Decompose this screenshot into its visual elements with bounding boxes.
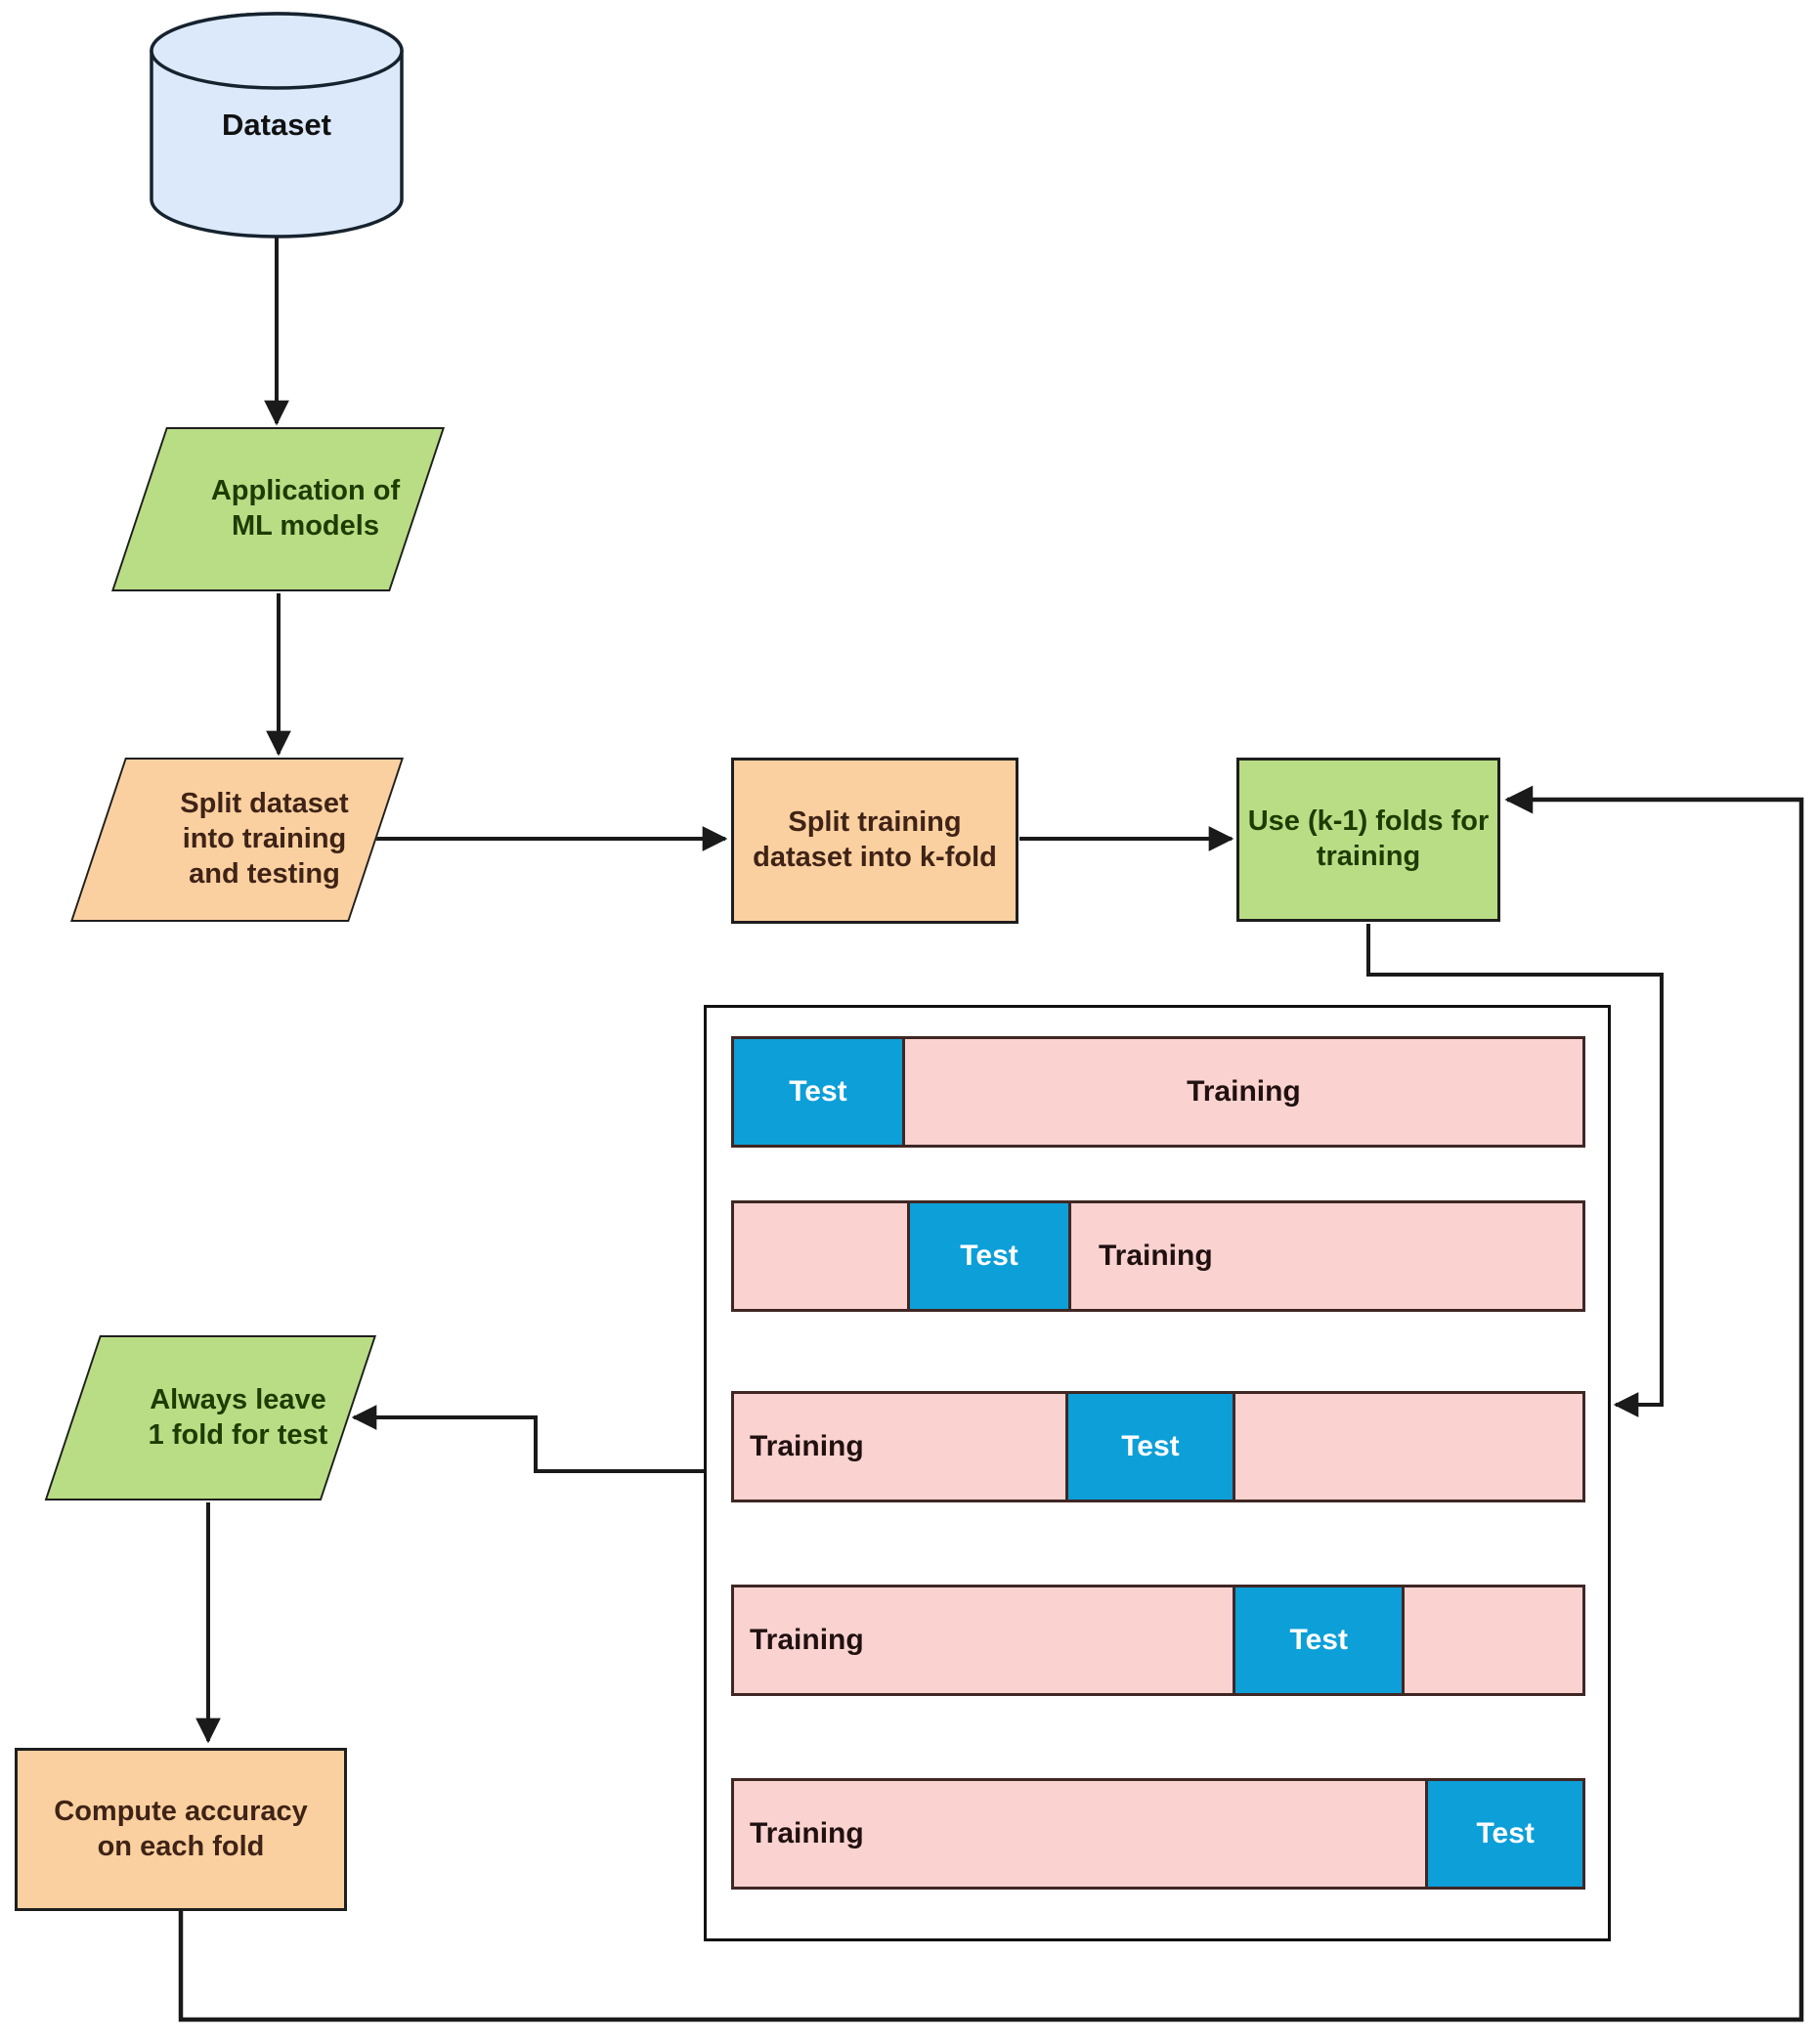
node-application: Application of ML models [111, 427, 446, 591]
fold-test-label: Test [1121, 1430, 1180, 1462]
fold-row: Training Test [731, 1391, 1585, 1502]
fold-training-label: Training [750, 1624, 864, 1656]
fold-training-segment: Training [734, 1781, 1426, 1887]
fold-test-label: Test [1476, 1817, 1535, 1849]
fold-training-segment: Training [734, 1587, 1234, 1693]
node-split-dataset: Split dataset into training and testing [70, 758, 405, 922]
fold-test-segment: Test [907, 1203, 1068, 1309]
node-always-leave: Always leave 1 fold for test [44, 1335, 376, 1500]
fold-training-segment: Training [734, 1394, 1065, 1500]
fold-row: Test Training [731, 1036, 1585, 1148]
fold-test-label: Test [789, 1075, 847, 1108]
fold-row: Test Training [731, 1200, 1585, 1312]
fold-row: Training Test [731, 1585, 1585, 1696]
arrow-folds-box-to-always-leave [351, 1405, 704, 1473]
node-compute-accuracy: Compute accuracy on each fold [15, 1748, 347, 1911]
node-split-training-label: Split training dataset into k-fold [753, 806, 997, 873]
node-compute-accuracy-label: Compute accuracy on each fold [54, 1795, 308, 1862]
fold-training-label: Training [750, 1430, 864, 1462]
fold-training-segment: Training [901, 1039, 1582, 1145]
arrow-use-k-folds-to-folds-box [1366, 924, 1664, 1417]
folds-box: Test Training Test Training Training Tes… [704, 1005, 1611, 1941]
node-dataset-label: Dataset [222, 107, 331, 142]
fold-training-segment: Training [1067, 1203, 1582, 1309]
node-always-leave-label: Always leave 1 fold for test [148, 1383, 328, 1451]
fold-test-label: Test [1289, 1624, 1348, 1656]
node-application-label: Application of ML models [210, 475, 401, 542]
fold-training-label: Training [750, 1817, 864, 1849]
fold-training-label: Training [1098, 1239, 1213, 1272]
node-split-training: Split training dataset into k-fold [731, 758, 1018, 924]
fold-test-segment: Test [1233, 1587, 1403, 1693]
node-dataset: Dataset [152, 14, 402, 237]
fold-test-segment: Test [734, 1039, 902, 1145]
fold-training-label: Training [1187, 1075, 1301, 1108]
fold-blank-segment [734, 1203, 908, 1309]
fold-test-segment: Test [1064, 1394, 1234, 1500]
fold-test-segment: Test [1425, 1781, 1582, 1887]
fold-blank-segment [1233, 1394, 1582, 1500]
arrow-loop-compute-to-use-k-folds [178, 785, 1804, 2022]
fold-row: Training Test [731, 1778, 1585, 1890]
fold-blank-segment [1402, 1587, 1582, 1693]
node-split-dataset-label: Split dataset into training and testing [180, 788, 349, 890]
node-use-k-folds: Use (k-1) folds for training [1236, 758, 1500, 922]
node-use-k-folds-label: Use (k-1) folds for training [1247, 805, 1490, 872]
dataset-cylinder-shape [150, 12, 404, 239]
fold-test-label: Test [960, 1239, 1018, 1272]
